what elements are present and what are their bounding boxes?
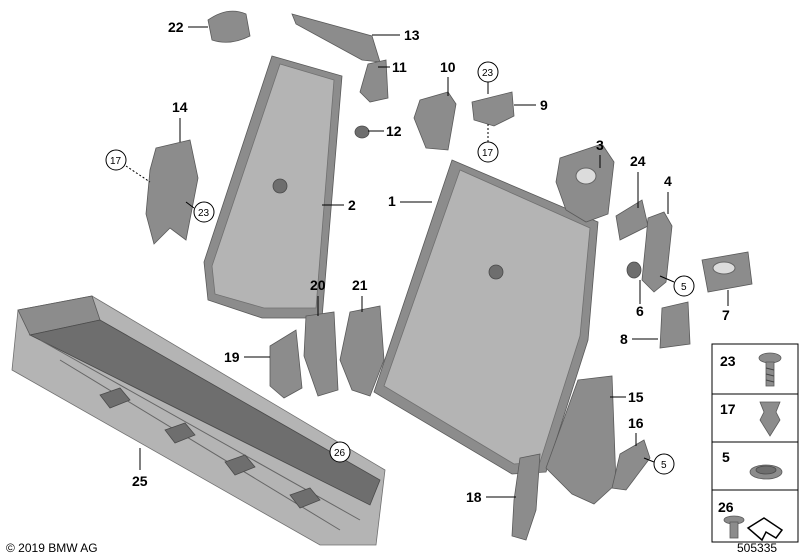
part-7-switch xyxy=(701,251,753,293)
part-21-bracket xyxy=(339,305,385,397)
part-10-hinge xyxy=(413,91,457,151)
grommet-5-icon xyxy=(749,464,783,480)
legend-26-label: 26 xyxy=(718,499,734,515)
part-9-lock-cover xyxy=(471,91,515,127)
callout-7: 7 xyxy=(722,307,730,323)
circled-17-top: 17 xyxy=(477,124,499,163)
bolt-26-icon xyxy=(723,515,745,539)
clip-17-icon xyxy=(759,401,781,437)
part-4-lever xyxy=(641,211,673,293)
callout-16: 16 xyxy=(628,415,644,431)
callout-14: 14 xyxy=(172,99,188,115)
circled-5-right: 5 xyxy=(659,275,695,297)
part-25-seat-frame xyxy=(11,295,386,546)
callout-15: 15 xyxy=(628,389,644,405)
circled-23-left: 23 xyxy=(185,201,215,223)
diagram-id: 505335 xyxy=(737,541,778,555)
part-15-side-panel xyxy=(545,375,617,505)
circled-5-lower: 5 xyxy=(643,453,675,475)
part-11-bracket xyxy=(359,59,389,103)
legend-5-label: 5 xyxy=(722,449,730,465)
screw-23-icon xyxy=(758,352,782,387)
callout-10: 10 xyxy=(440,59,456,75)
circled-23-top: 23 xyxy=(477,61,499,94)
callout-1: 1 xyxy=(388,193,396,209)
callout-20: 20 xyxy=(310,277,326,293)
callout-3: 3 xyxy=(596,137,604,153)
part-20-bracket xyxy=(303,311,339,397)
part-24-trim xyxy=(615,199,649,241)
direction-arrow-icon xyxy=(746,517,784,542)
callout-2: 2 xyxy=(348,197,356,213)
svg-text:26: 26 xyxy=(334,448,346,459)
svg-text:5: 5 xyxy=(681,282,687,293)
part-2-left-backrest xyxy=(203,55,343,319)
svg-text:17: 17 xyxy=(482,148,494,159)
part-18-strip xyxy=(511,453,541,541)
callout-22: 22 xyxy=(168,19,184,35)
callout-4: 4 xyxy=(664,173,672,189)
svg-text:23: 23 xyxy=(198,208,210,219)
callout-25: 25 xyxy=(132,473,148,489)
part-14-side-bolster xyxy=(145,139,199,245)
part-1-right-backrest xyxy=(373,159,599,475)
part-6-grommet xyxy=(626,261,642,279)
part-8-plate xyxy=(659,301,691,349)
part-22-head-unit xyxy=(207,10,251,43)
circled-17-left: 17 xyxy=(105,149,151,183)
svg-text:23: 23 xyxy=(482,68,494,79)
callout-12: 12 xyxy=(386,123,402,139)
callout-11: 11 xyxy=(392,59,407,75)
part-13-trim-strip xyxy=(291,13,381,63)
legend-23-label: 23 xyxy=(720,353,736,369)
part-16-lever xyxy=(611,439,651,491)
part-12-grommet xyxy=(354,125,370,139)
callout-24: 24 xyxy=(630,153,646,169)
part-19-cover xyxy=(269,329,303,399)
callout-6: 6 xyxy=(636,303,644,319)
fastener-legend: 23 17 5 26 xyxy=(711,343,799,543)
callout-18: 18 xyxy=(466,489,482,505)
callout-9: 9 xyxy=(540,97,548,113)
svg-text:17: 17 xyxy=(110,156,122,167)
svg-text:5: 5 xyxy=(661,460,667,471)
callout-13: 13 xyxy=(404,27,420,43)
legend-17-label: 17 xyxy=(720,401,736,417)
callout-19: 19 xyxy=(224,349,240,365)
callout-21: 21 xyxy=(352,277,368,293)
circled-26: 26 xyxy=(329,441,351,463)
copyright-text: © 2019 BMW AG xyxy=(6,541,98,555)
callout-8: 8 xyxy=(620,331,628,347)
